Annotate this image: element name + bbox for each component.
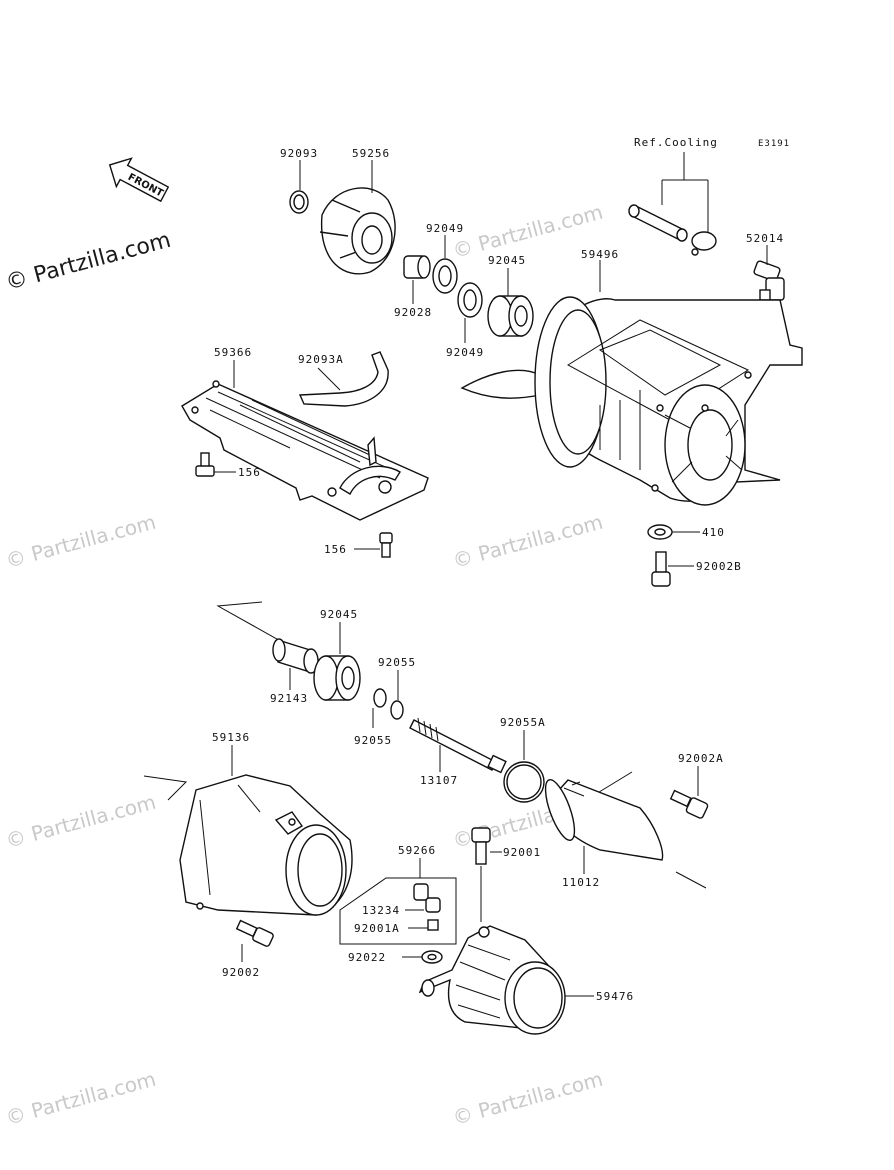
part-92002-bolt[interactable] [235,919,274,948]
front-arrow-icon: FRONT [108,157,170,203]
label-410: 410 [702,526,725,539]
part-11012-cone[interactable] [540,771,707,889]
part-92002B-bolt[interactable] [651,551,671,587]
part-59476-nozzle[interactable] [418,925,566,1035]
label-92055-lower: 92055 [354,734,392,747]
watermark: © Partzilla.com [3,790,158,853]
ref-cooling-note: Ref.Cooling [634,136,718,149]
label-92049-lower: 92049 [446,346,484,359]
part-59256-impeller[interactable] [319,187,396,275]
part-92049-upper[interactable] [432,258,458,294]
label-156-upper: 156 [238,466,261,479]
label-92093A: 92093A [298,353,344,366]
label-92002: 92002 [222,966,260,979]
part-59496-housing[interactable] [460,296,803,506]
part-156-bolt-upper[interactable] [195,452,215,477]
watermark: © Partzilla.com [450,1067,605,1130]
label-13234: 13234 [362,904,400,917]
diagram-code: E3191 [758,139,790,149]
part-92045-upper[interactable] [487,295,534,337]
part-92002A-bolt[interactable] [669,789,709,819]
part-92028[interactable] [403,255,431,279]
part-13107-shaft[interactable] [409,717,507,774]
label-92045-lower: 92045 [320,608,358,621]
label-156-lower: 156 [324,543,347,556]
label-59476: 59476 [596,990,634,1003]
part-92055A-oring[interactable] [503,761,545,803]
watermark: © Partzilla.com [450,510,605,573]
label-59266: 59266 [398,844,436,857]
part-156-bolt-lower[interactable] [379,532,393,558]
part-92093A[interactable] [298,351,389,407]
label-92143: 92143 [270,692,308,705]
label-92045-upper: 92045 [488,254,526,267]
label-92055-upper: 92055 [378,656,416,669]
label-92002A: 92002A [678,752,724,765]
part-92045-lower[interactable] [313,655,361,701]
label-92055A: 92055A [500,716,546,729]
part-92001-bolt[interactable] [471,827,491,865]
label-59256: 59256 [352,147,390,160]
part-92055-oring-a[interactable] [373,688,387,708]
watermark: © Partzilla.com [3,1067,158,1130]
label-11012: 11012 [562,876,600,889]
part-92049-lower[interactable] [457,282,483,318]
label-59366: 59366 [214,346,252,359]
part-59266-group[interactable] [339,877,457,945]
label-59136: 59136 [212,731,250,744]
label-52014: 52014 [746,232,784,245]
part-92143-sleeve[interactable] [272,638,319,674]
label-92093: 92093 [280,147,318,160]
label-59496: 59496 [581,248,619,261]
label-92002B: 92002B [696,560,742,573]
part-59366-plate[interactable] [181,380,429,521]
part-59136-cone[interactable] [143,774,353,916]
label-92049-upper: 92049 [426,222,464,235]
watermark-main: © Partzilla.com [3,228,173,296]
part-52014[interactable] [753,260,785,301]
label-92022: 92022 [348,951,386,964]
part-cooling-hose[interactable] [628,204,717,256]
part-92093[interactable] [289,190,309,214]
label-92001A: 92001A [354,922,400,935]
part-92022-washer[interactable] [421,950,443,964]
label-13107: 13107 [420,774,458,787]
part-410-washer[interactable] [647,524,673,540]
label-92001: 92001 [503,846,541,859]
label-92028: 92028 [394,306,432,319]
watermark: © Partzilla.com [3,510,158,573]
part-92055-oring-b[interactable] [390,700,404,720]
